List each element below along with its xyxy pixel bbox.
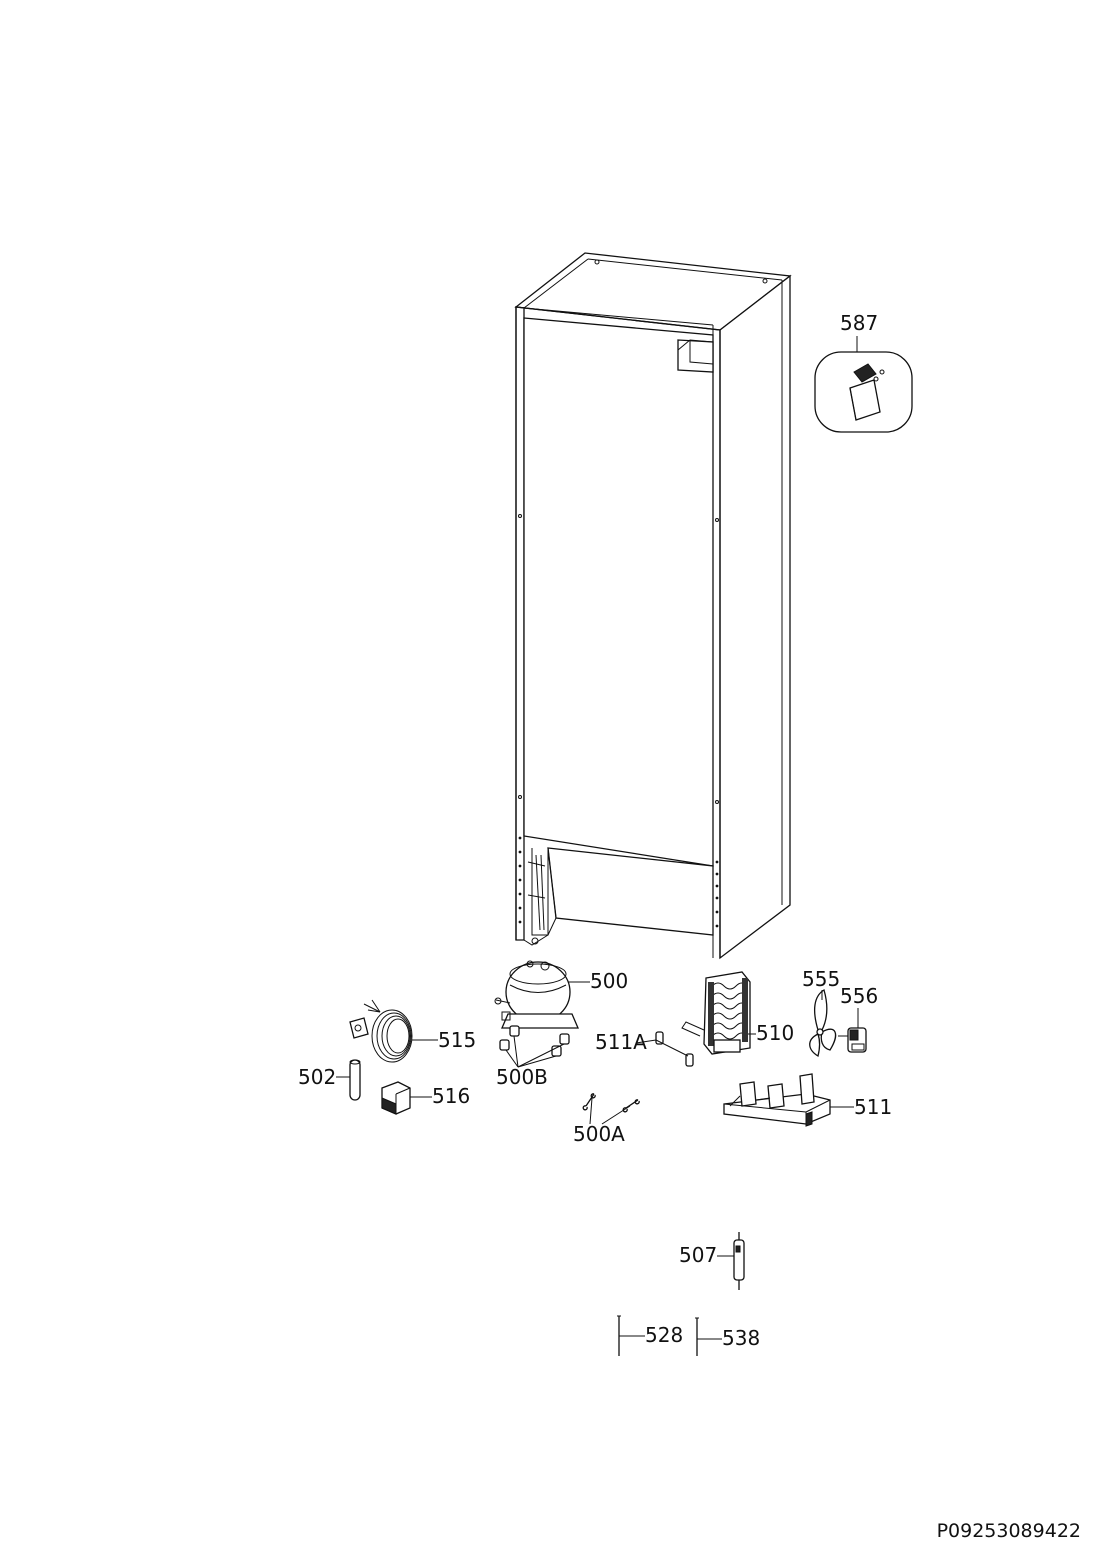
label-500: 500: [590, 969, 628, 993]
part-511A-spacers: [655, 1031, 694, 1067]
part-587-kit: [814, 351, 913, 433]
label-511: 511: [854, 1095, 892, 1119]
part-516-relay: [381, 1081, 411, 1115]
part-538-rod: [695, 1317, 699, 1356]
label-500B: 500B: [496, 1065, 548, 1089]
label-507: 507: [679, 1243, 717, 1267]
label-555: 555: [802, 967, 840, 991]
part-507-filter-drier: [733, 1232, 745, 1290]
part-511-base-tray: [723, 1073, 831, 1127]
part-500-compressor: [494, 960, 579, 1029]
part-556-fan-motor: [838, 1027, 867, 1053]
label-538: 538: [722, 1326, 760, 1350]
label-515: 515: [438, 1028, 476, 1052]
label-587: 587: [840, 311, 878, 335]
label-511A: 511A: [595, 1030, 647, 1054]
label-500A: 500A: [573, 1122, 625, 1146]
label-528: 528: [645, 1323, 683, 1347]
side-holes-right: [715, 860, 719, 928]
part-500B-grommets: [499, 1025, 570, 1057]
part-502-tube: [349, 1059, 361, 1101]
part-510-condenser: [681, 971, 751, 1055]
label-516: 516: [432, 1084, 470, 1108]
part-515-power-cord: [349, 999, 413, 1063]
side-holes-left: [518, 836, 522, 924]
label-502: 502: [298, 1065, 336, 1089]
refrigerator-cabinet: [514, 252, 792, 960]
document-id: P09253089422: [937, 1520, 1081, 1542]
part-555-fan-blade: [809, 989, 837, 1058]
label-556: 556: [840, 984, 878, 1008]
label-510: 510: [756, 1021, 794, 1045]
part-500A-clips: [582, 1093, 640, 1113]
